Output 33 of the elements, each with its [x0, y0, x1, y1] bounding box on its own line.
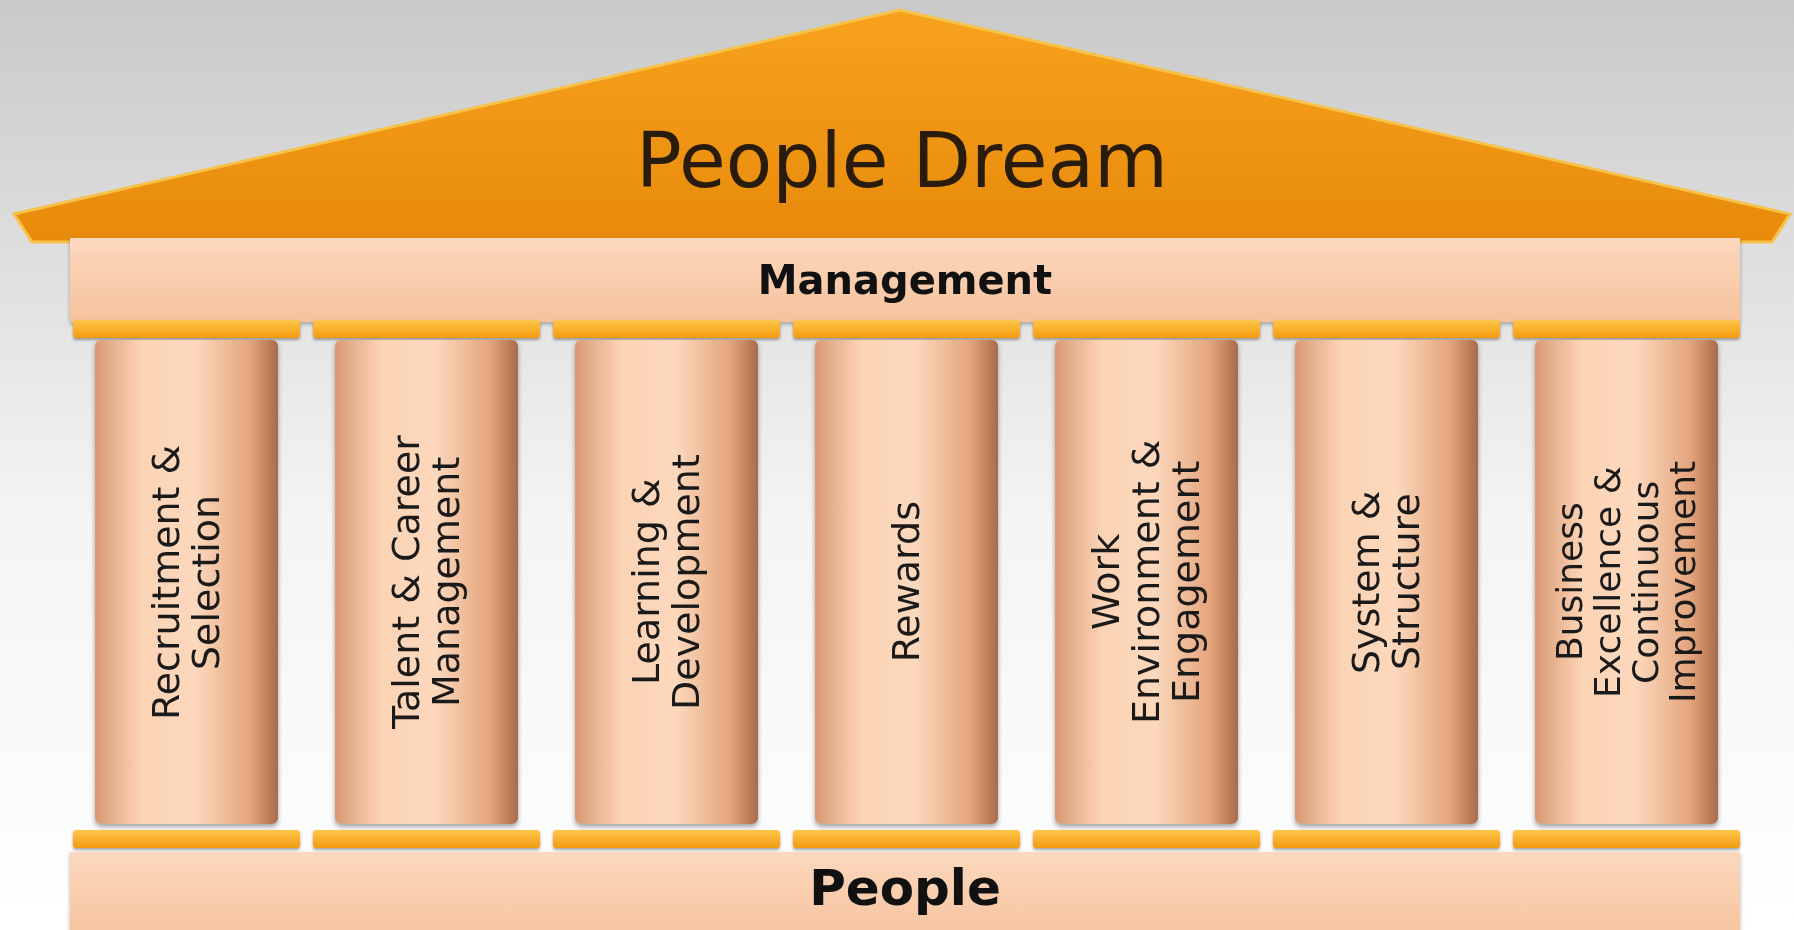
pillar-capital	[1033, 320, 1260, 338]
pillar	[1055, 340, 1238, 824]
pillar-capital	[313, 320, 540, 338]
pillar-base	[313, 830, 540, 848]
pillar-capital	[553, 320, 780, 338]
pillar	[1535, 340, 1718, 824]
pillar-capital	[793, 320, 1020, 338]
base-platform	[70, 852, 1740, 930]
pillar-base	[553, 830, 780, 848]
beam-label: Management	[757, 257, 1053, 303]
pillar	[815, 340, 998, 824]
pillar-label: Talent & Career Management	[386, 434, 467, 731]
pillar-label: Work Environment & Engagement	[1086, 438, 1207, 727]
pillar-capital	[73, 320, 300, 338]
pillar	[575, 340, 758, 824]
pillar-capital	[1513, 320, 1740, 338]
pillar-label: Business Excellence & Continuous Improvement	[1550, 459, 1703, 706]
pillar-label: System & Structure	[1346, 489, 1427, 676]
pillar	[1295, 340, 1478, 824]
pillar	[335, 340, 518, 824]
pillar-base	[73, 830, 300, 848]
pillar	[95, 340, 278, 824]
pillar-base	[1033, 830, 1260, 848]
pillar-label: Recruitment & Selection	[146, 443, 227, 722]
roof-title: People Dream	[635, 116, 1169, 205]
pillar-base	[793, 830, 1020, 848]
pillar-label: Rewards	[886, 501, 927, 663]
pillar-capital	[1273, 320, 1500, 338]
base-label: People	[809, 859, 1001, 917]
pillar-base	[1513, 830, 1740, 848]
beam	[70, 238, 1740, 322]
pillar-label: Learning & Development	[626, 453, 707, 712]
pillar-base	[1273, 830, 1500, 848]
